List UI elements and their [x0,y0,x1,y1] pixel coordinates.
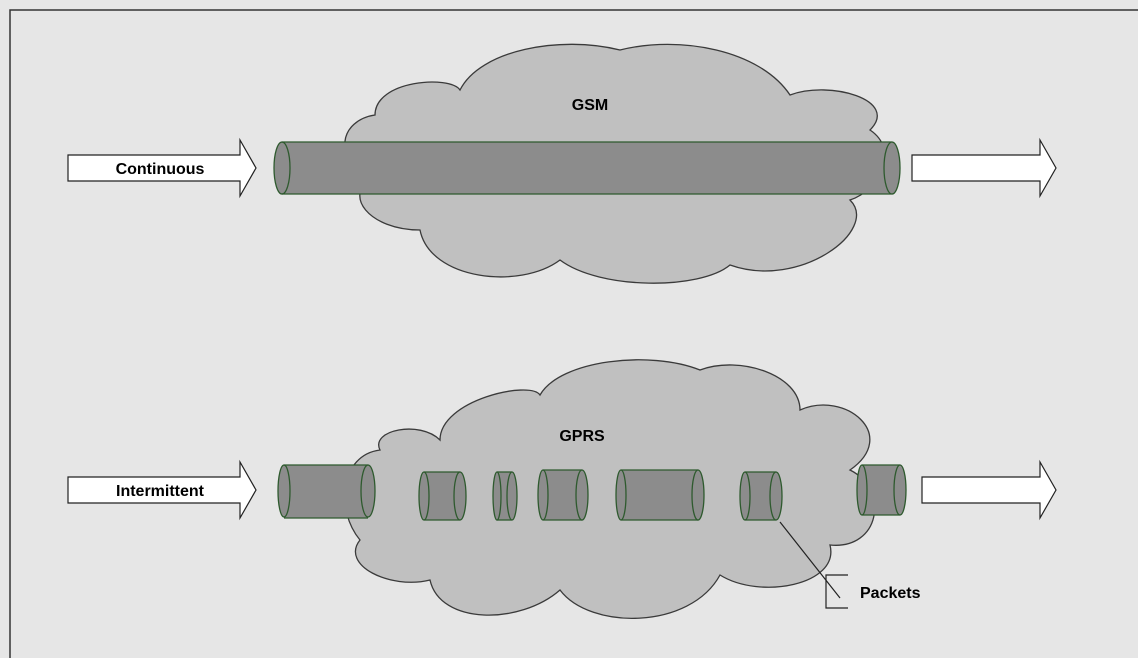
packet [493,472,517,520]
continuous-label: Continuous [116,161,205,178]
gsm-cloud-label: GSM [572,97,608,114]
continuous-input-arrow: Continuous [68,140,256,196]
packet [616,470,704,520]
packet [857,465,906,515]
intermittent-label: Intermittent [116,483,205,500]
gsm-section: GSM Continuous [68,44,1056,283]
packet [419,472,466,520]
packet [278,465,375,518]
gsm-output-arrow [912,140,1056,196]
packets-label: Packets [860,585,921,602]
gsm-continuous-pipe [274,142,900,194]
callout-bracket [826,575,848,608]
gprs-section: GPRS [68,360,1056,619]
gprs-output-arrow [922,462,1056,518]
packet [538,470,588,520]
gprs-cloud-label: GPRS [559,428,605,445]
intermittent-input-arrow: Intermittent [68,462,256,518]
packet [740,472,782,520]
